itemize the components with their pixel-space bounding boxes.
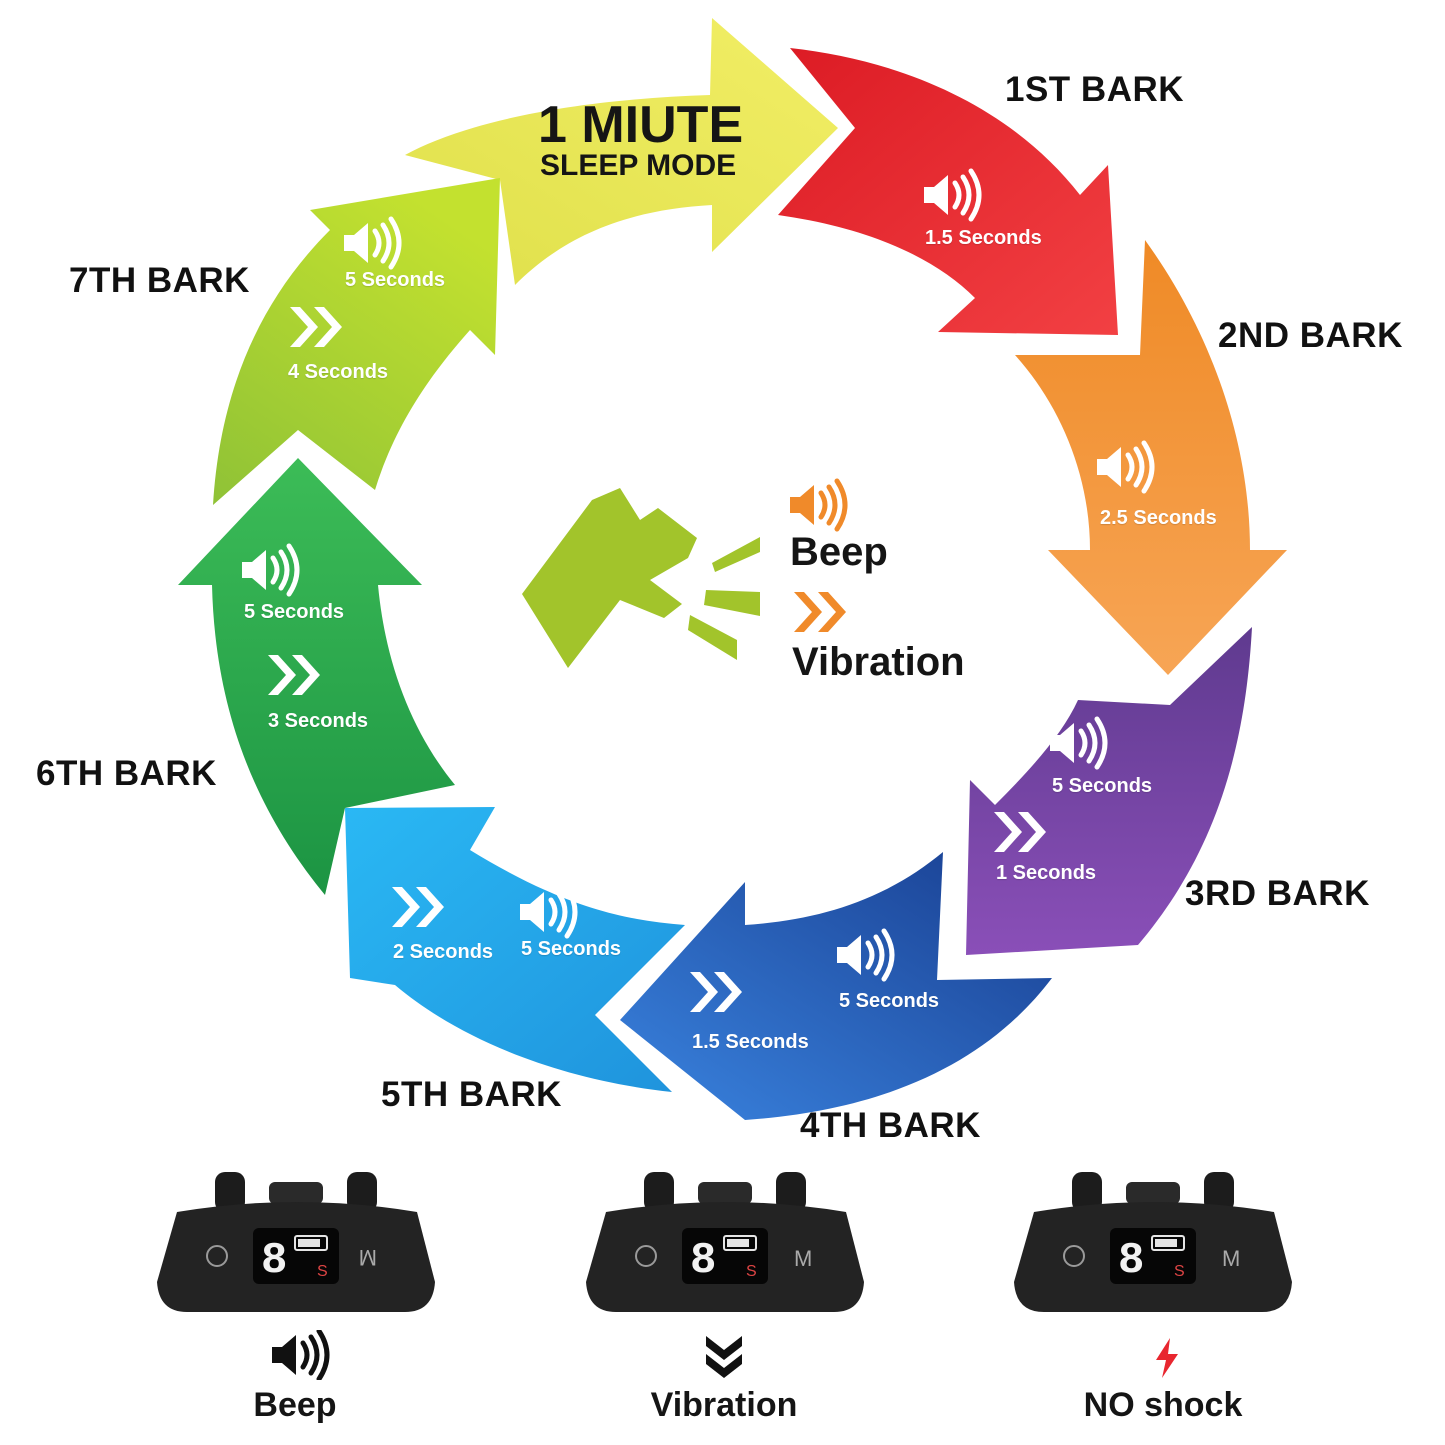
arrow-bark-3 <box>966 627 1252 955</box>
bark-2-beep-duration: 2.5 Seconds <box>1100 507 1217 529</box>
bark-2-label: 2ND BARK <box>1218 316 1403 355</box>
bark-4-vibration-duration: 1.5 Seconds <box>692 1031 809 1053</box>
vibration-icon <box>706 1336 742 1378</box>
collar-receiver: 8 M S <box>157 1172 435 1312</box>
arrow-bark-5 <box>345 807 685 1092</box>
svg-text:8: 8 <box>690 1236 716 1286</box>
bark-6-vibration-duration: 3 Seconds <box>268 710 369 732</box>
bark-3-beep-duration: 5 Seconds <box>1052 775 1153 797</box>
bark-6-beep-duration: 5 Seconds <box>244 601 345 623</box>
svg-text:M: M <box>359 1245 377 1270</box>
arrow-bark-7 <box>213 178 500 505</box>
bark-5-vibration-duration: 2 Seconds <box>393 941 494 963</box>
bark-6-label: 6TH BARK <box>36 754 217 793</box>
barking-dog-icon <box>522 488 760 668</box>
svg-text:S: S <box>1174 1263 1185 1280</box>
bark-3-label: 3RD BARK <box>1185 874 1370 913</box>
bark-7-vibration-duration: 4 Seconds <box>288 361 389 383</box>
svg-text:S: S <box>746 1263 757 1280</box>
svg-text:M: M <box>1222 1246 1240 1271</box>
legend-vibration-icon <box>794 592 846 632</box>
bark-4-beep-duration: 5 Seconds <box>839 990 940 1012</box>
svg-text:M: M <box>794 1246 812 1271</box>
bark-3-vibration-duration: 1 Seconds <box>996 862 1097 884</box>
bark-1-beep-duration: 1.5 Seconds <box>925 227 1042 249</box>
arrow-sleep-mode <box>405 18 838 285</box>
bark-4-label: 4TH BARK <box>800 1106 981 1145</box>
svg-text:S: S <box>317 1263 328 1280</box>
bark-1-label: 1ST BARK <box>1005 70 1185 109</box>
legend-vibration-label: Vibration <box>792 640 965 684</box>
mode-vibration-label: Vibration <box>650 1386 798 1424</box>
sleep-mode-subtitle: SLEEP MODE <box>540 149 737 182</box>
mode-beep-label: Beep <box>253 1386 337 1424</box>
speaker-icon <box>272 1330 330 1380</box>
collar-receiver-vibration: 8 M S <box>586 1172 864 1312</box>
lightning-icon <box>1156 1338 1178 1378</box>
sleep-mode-title: 1 MIUTE <box>538 96 744 154</box>
bark-7-label: 7TH BARK <box>69 261 250 300</box>
svg-text:8: 8 <box>261 1236 287 1286</box>
bark-7-beep-duration: 5 Seconds <box>345 269 446 291</box>
legend-speaker-icon <box>790 481 845 529</box>
arrow-bark-4 <box>620 852 1052 1120</box>
svg-text:8: 8 <box>1118 1236 1144 1286</box>
legend-beep-label: Beep <box>790 530 888 574</box>
bark-5-beep-duration: 5 Seconds <box>521 938 622 960</box>
bark-5-label: 5TH BARK <box>381 1075 562 1114</box>
collar-receiver-no-shock: 8 M S <box>1014 1172 1292 1312</box>
mode-no-shock-label: NO shock <box>1083 1386 1243 1424</box>
